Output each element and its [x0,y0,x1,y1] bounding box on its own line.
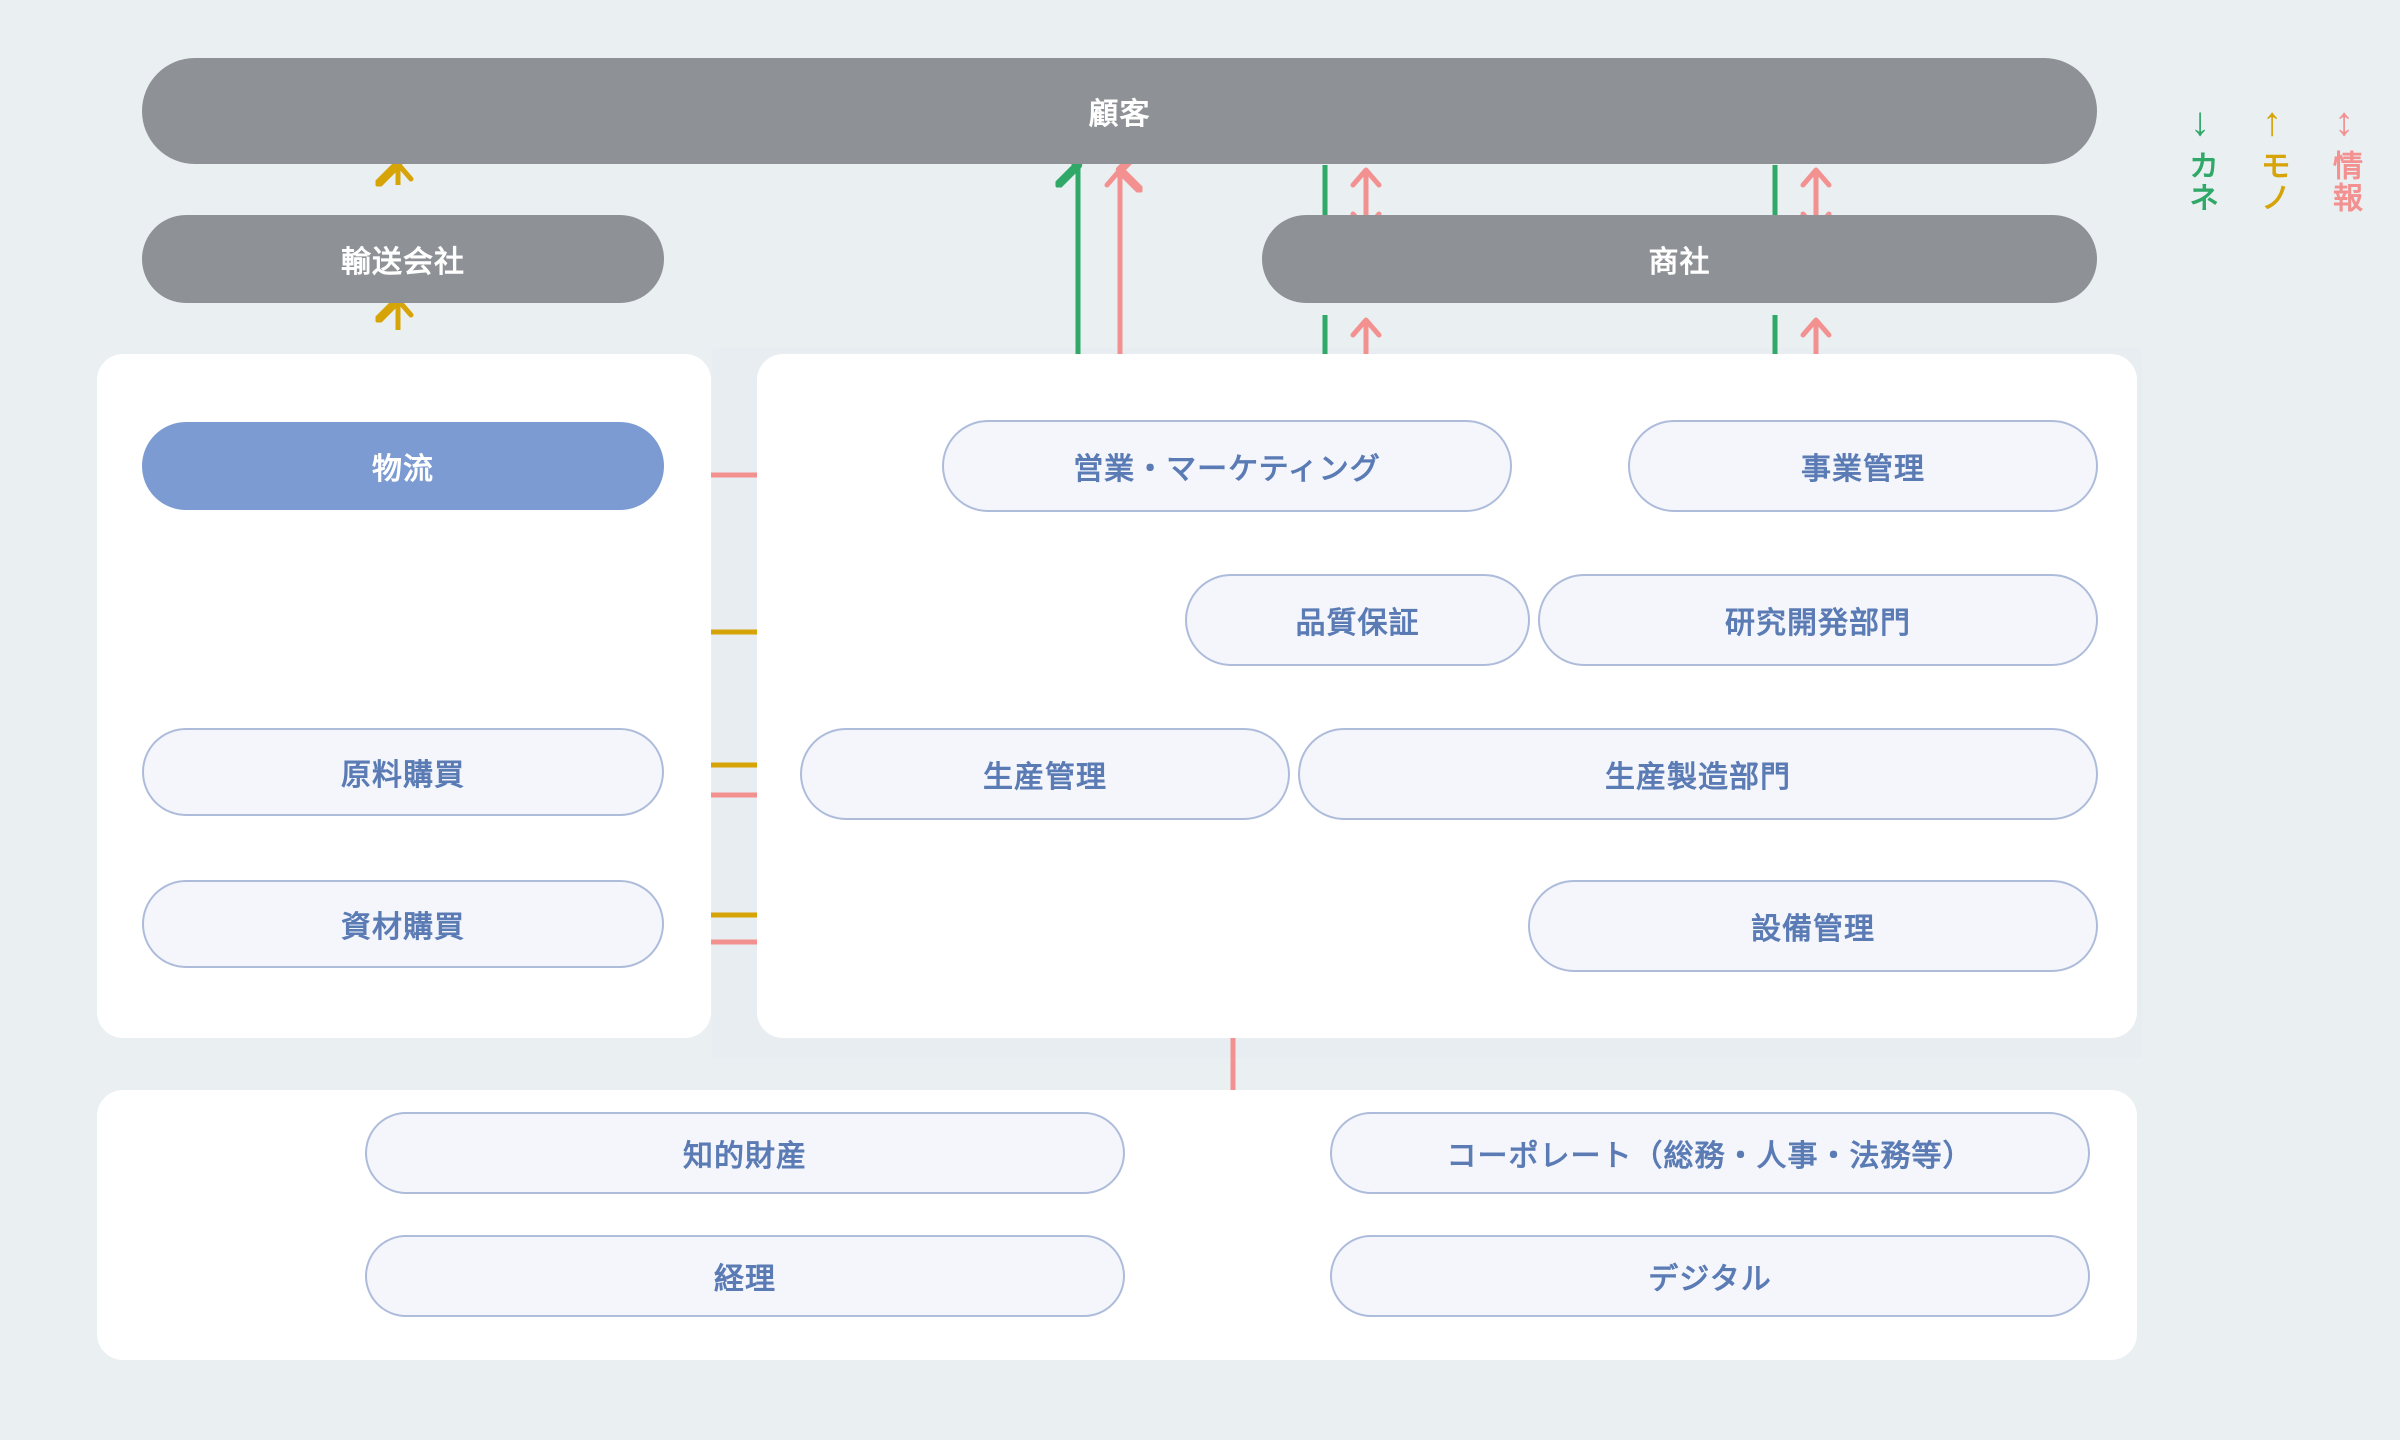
node-label: デジタル [1648,1263,1772,1296]
external-node-kokyaku[interactable]: 顧客 [142,58,2097,164]
node-label: 顧客 [1088,98,1151,131]
dept-node-corporate[interactable]: コーポレート（総務・人事・法務等） [1330,1112,2090,1194]
dept-node-shizai-kobai[interactable]: 資材購買 [142,880,664,968]
node-label: 経理 [714,1263,776,1296]
dept-node-digital[interactable]: デジタル [1330,1235,2090,1317]
dept-node-setsubi-kanri[interactable]: 設備管理 [1528,880,2098,972]
node-label: 物流 [372,453,434,486]
node-label: 研究開発部門 [1725,607,1911,640]
dept-node-butsuryu[interactable]: 物流 [142,422,664,510]
node-label: 輸送会社 [341,246,465,279]
dept-node-genryo-kobai[interactable]: 原料購買 [142,728,664,816]
dept-node-jigyo-kanri[interactable]: 事業管理 [1628,420,2098,512]
node-label: 生産製造部門 [1605,761,1791,794]
external-node-shousha[interactable]: 商社 [1262,215,2097,303]
node-label: 商社 [1648,246,1711,279]
legend-item-joho: ↕ 情報 [2326,100,2362,214]
node-label: 設備管理 [1751,913,1875,946]
node-label: 資材購買 [341,911,465,944]
node-label: 生産管理 [983,761,1107,794]
joho-arrow-icon: ↕ [2334,100,2354,144]
dept-node-hinshitsu-hosho[interactable]: 品質保証 [1185,574,1530,666]
kane-arrow-icon: ↓ [2190,100,2210,144]
legend-item-kane: ↓ カネ [2182,100,2218,214]
node-label: 原料購買 [341,759,465,792]
dept-node-seisan-seizo[interactable]: 生産製造部門 [1298,728,2098,820]
dept-node-eigyo-marketing[interactable]: 営業・マーケティング [942,420,1512,512]
node-label: 事業管理 [1801,453,1925,486]
dept-node-kenkyu-kaihatsu[interactable]: 研究開発部門 [1538,574,2098,666]
node-label: 品質保証 [1295,607,1420,640]
external-node-yusou[interactable]: 輸送会社 [142,215,664,303]
legend-label-kane: カネ [2184,150,2217,214]
node-label: 営業・マーケティング [1073,453,1381,486]
dept-node-keiri[interactable]: 経理 [365,1235,1125,1317]
node-label: 知的財産 [683,1140,807,1173]
legend-item-mono: ↑ モノ [2254,100,2290,214]
legend: ↓ カネ ↑ モノ ↕ 情報 [2182,100,2362,214]
legend-label-mono: モノ [2256,150,2289,214]
dept-node-seisan-kanri[interactable]: 生産管理 [800,728,1290,820]
dept-node-chiteki-zaisan[interactable]: 知的財産 [365,1112,1125,1194]
legend-label-joho: 情報 [2328,150,2361,214]
mono-arrow-icon: ↑ [2262,100,2282,144]
node-label: コーポレート（総務・人事・法務等） [1446,1140,1974,1173]
